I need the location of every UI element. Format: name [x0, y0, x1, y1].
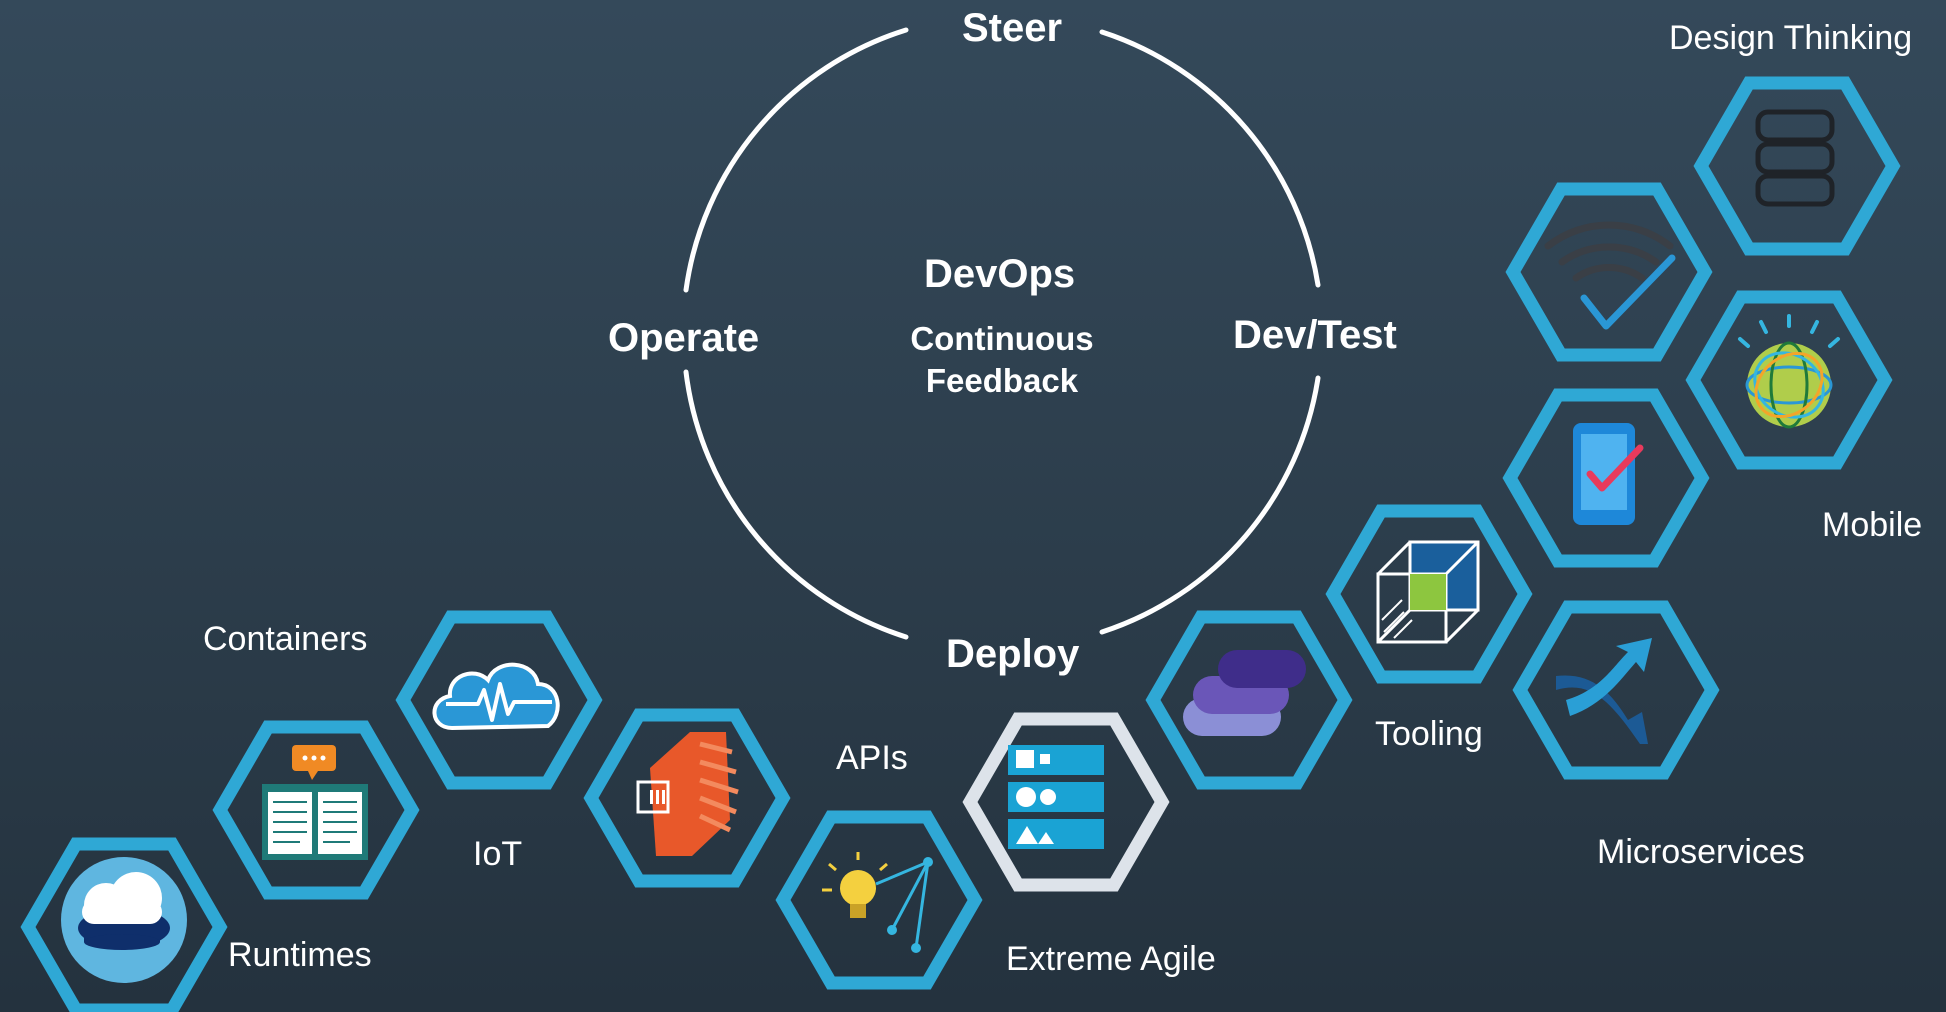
- iot-label: IoT: [473, 835, 523, 873]
- tooling-label: Tooling: [1375, 715, 1483, 753]
- cloud-storage-icon: [61, 857, 187, 983]
- subtitle-line-2: Feedback: [925, 362, 1079, 399]
- design-thinking-label: Design Thinking: [1669, 19, 1913, 57]
- phone-check-icon: [1573, 423, 1644, 525]
- hex-wifi: [1505, 182, 1713, 362]
- containers-label: Containers: [203, 620, 368, 658]
- runtimes-label: Runtimes: [228, 936, 372, 974]
- orange-app-icon: [636, 732, 739, 856]
- hex-apis: [775, 810, 983, 990]
- stage-deploy-label: Deploy: [946, 632, 1080, 676]
- stage-operate-label: Operate: [608, 316, 760, 360]
- hex-purple: [1145, 610, 1353, 790]
- hex-globe: [1685, 290, 1893, 470]
- hex-tooling: [1325, 504, 1533, 684]
- ring-arc-top-right: [1099, 29, 1321, 288]
- stage-steer-label: Steer: [962, 6, 1063, 50]
- stage-devtest-label: Dev/Test: [1233, 313, 1397, 357]
- hex-containers: [212, 720, 420, 900]
- wifi-check-icon: [1544, 221, 1676, 330]
- cube-icon: [1376, 540, 1480, 644]
- hex-iot: [395, 610, 603, 790]
- extreme-agile-label: Extreme Agile: [1006, 940, 1216, 978]
- hex-extreme-agile: [962, 712, 1170, 892]
- hex-mobile: [1502, 388, 1710, 568]
- smarter-planet-globe-icon: [1738, 314, 1840, 429]
- stacked-layers-icon: [1183, 650, 1306, 736]
- continuous-feedback-text: Continuous Feedback: [904, 318, 1100, 402]
- apis-label: APIs: [836, 739, 908, 777]
- devops-cycle-ring: [683, 27, 1321, 640]
- ring-arc-bottom-right: [1099, 375, 1321, 635]
- subtitle-line-1: Continuous: [910, 320, 1094, 357]
- hex-microservices: [1512, 600, 1720, 780]
- split-arrow-icon: [1556, 638, 1652, 744]
- ring-arc-bottom-left: [683, 369, 909, 640]
- devops-title: DevOps: [924, 252, 1076, 296]
- microservices-label: Microservices: [1597, 833, 1805, 871]
- storage-stack-icon: [1755, 109, 1835, 207]
- idea-network-icon: [822, 852, 933, 953]
- hex-design-thinking: [1693, 76, 1901, 256]
- hex-runtimes: [20, 837, 228, 1012]
- ring-arc-top-left: [683, 27, 909, 293]
- hex-orange: [583, 708, 791, 888]
- cloud-pulse-icon: [432, 662, 560, 731]
- mobile-label: Mobile: [1822, 506, 1923, 544]
- open-book-icon: [262, 745, 368, 860]
- agile-blocks-icon: [1008, 745, 1104, 849]
